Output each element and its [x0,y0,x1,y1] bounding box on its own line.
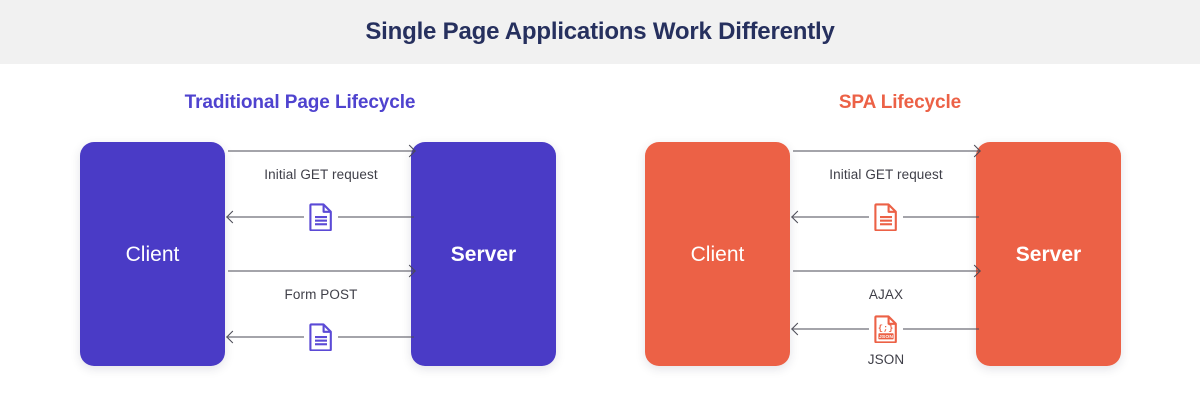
arrow-head-right-icon [968,144,981,158]
arrow-head-right-icon [968,264,981,278]
flow-response-label: JSON [867,352,905,367]
flow-request-label: Form POST [284,287,358,302]
flow-traditional-1: Initial GET request [226,142,416,234]
arrow-head-right-icon [403,144,416,158]
document-icon [304,200,338,234]
arrow-line [793,270,979,272]
panel-spa: SPA Lifecycle Client Server Initial GET … [600,64,1200,400]
node-client-traditional: Client [80,142,225,366]
svg-text:JSON: JSON [879,334,893,340]
exchange-spa: Initial GET request [791,142,981,367]
panel-title-traditional: Traditional Page Lifecycle [184,92,416,113]
exchange-traditional: Initial GET request [226,142,416,366]
flow-spa-2: AJAX {;} JSON [791,262,981,367]
arrow-line [228,270,414,272]
document-icon [869,200,903,234]
arrow-response-left [791,200,979,234]
arrow-request-right [793,142,981,160]
arrow-request-right [793,262,981,280]
panels-container: Traditional Page Lifecycle Client Server… [0,64,1200,400]
panel-title-spa: SPA Lifecycle [838,92,962,113]
flow-request-label: Initial GET request [264,167,378,182]
node-server-label: Server [450,242,517,266]
json-file-icon: {;} JSON [869,312,903,346]
node-client-label: Client [125,242,180,266]
node-server-traditional: Server [411,142,556,366]
page-title: Single Page Applications Work Differentl… [365,18,835,45]
arrow-request-right [228,142,416,160]
arrow-request-right [228,262,416,280]
flow-traditional-2: Form POST [226,262,416,354]
node-client-spa: Client [645,142,790,366]
arrow-head-right-icon [403,264,416,278]
arrow-head-left-icon [226,210,239,224]
arrow-response-left: {;} JSON [791,312,979,346]
flow-request-label: AJAX [868,287,904,302]
document-icon [304,320,338,354]
node-server-spa: Server [976,142,1121,366]
header-band: Single Page Applications Work Differentl… [0,0,1200,64]
node-client-label: Client [690,242,745,266]
arrow-head-left-icon [791,322,804,336]
flow-request-label: Initial GET request [829,167,943,182]
arrow-head-left-icon [791,210,804,224]
arrow-response-left [226,200,414,234]
arrow-line [228,150,414,152]
flow-spa-1: Initial GET request [791,142,981,234]
svg-text:{;}: {;} [878,323,893,333]
panel-traditional: Traditional Page Lifecycle Client Server… [0,64,600,400]
arrow-head-left-icon [226,330,239,344]
arrow-line [793,150,979,152]
arrow-response-left [226,320,414,354]
node-server-label: Server [1015,242,1082,266]
